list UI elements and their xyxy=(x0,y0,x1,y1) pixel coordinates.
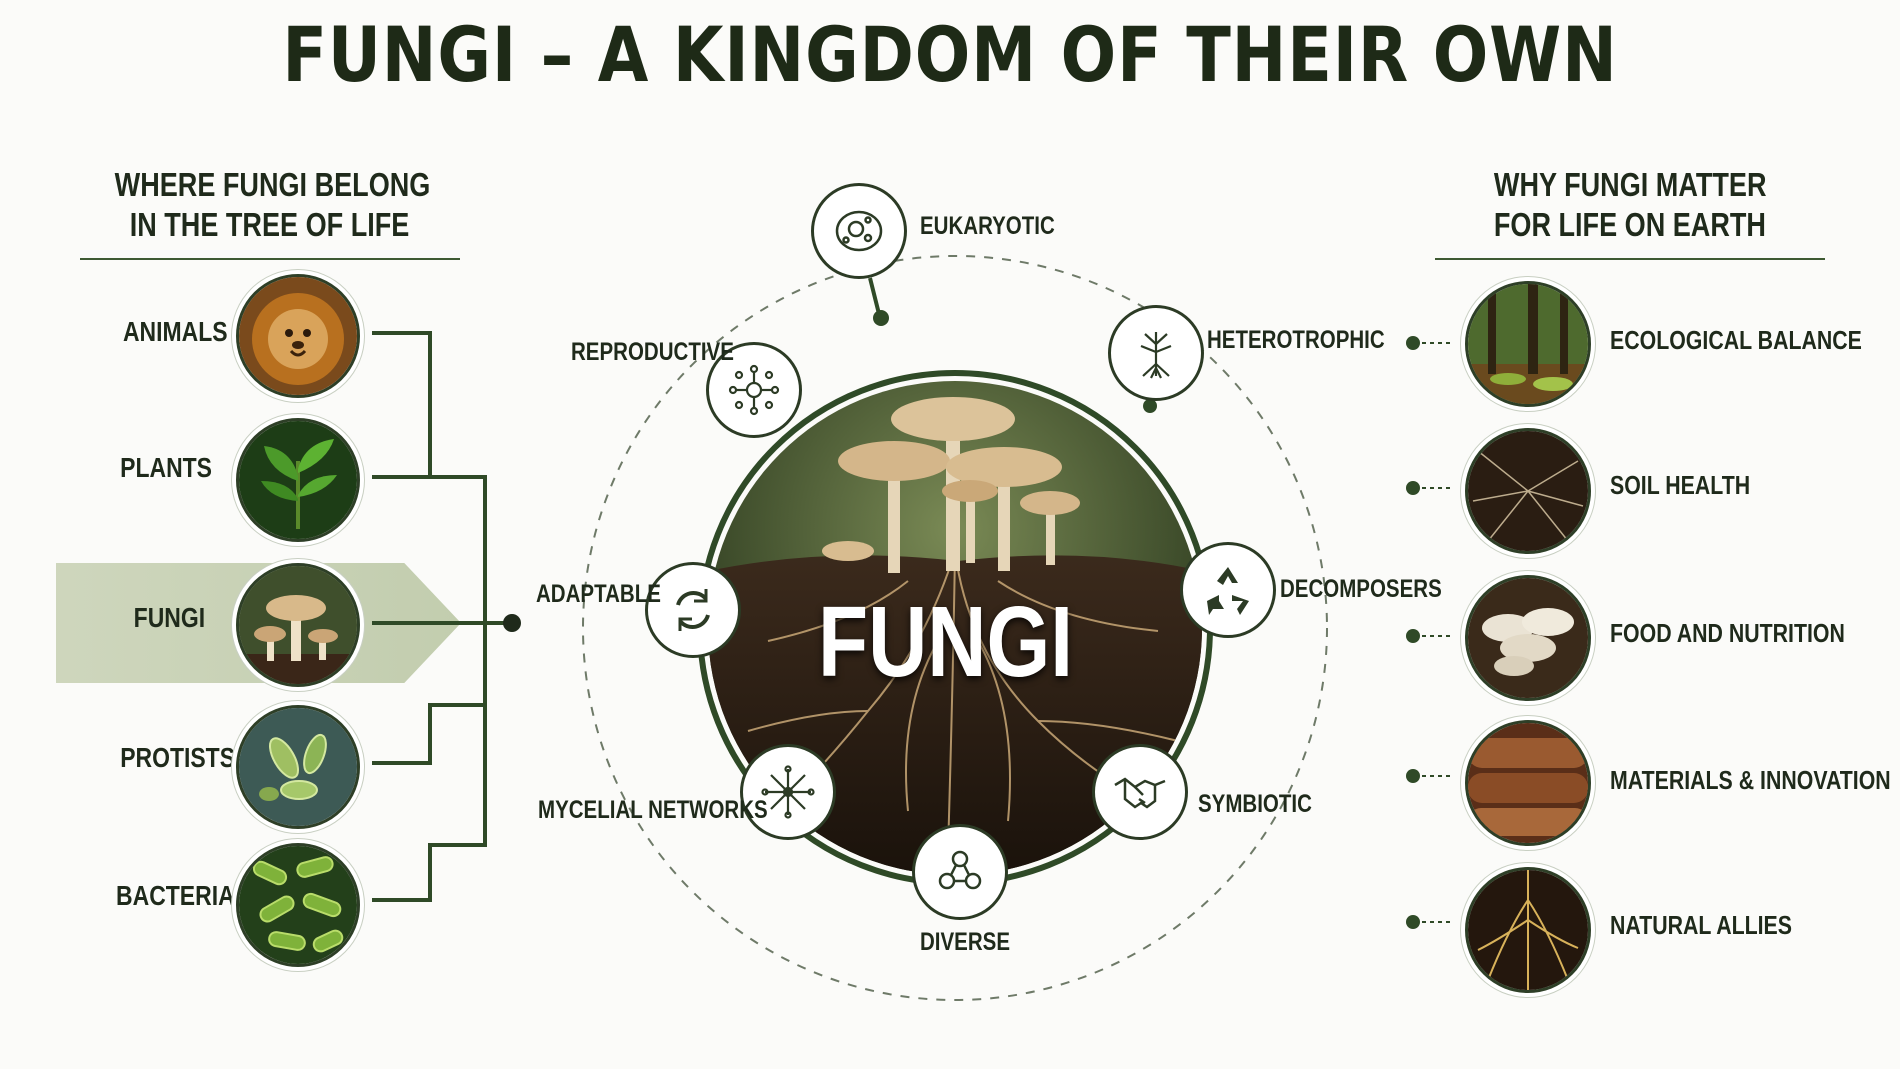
leaf-icon xyxy=(236,418,360,542)
trait-label-symbiotic: SYMBIOTIC xyxy=(1198,790,1312,818)
trait-label-heterotrophic: HETEROTROPHIC xyxy=(1207,326,1385,354)
lion-icon xyxy=(236,274,360,398)
trait-label-adaptable: ADAPTABLE xyxy=(536,580,661,608)
benefit-label-materials-innovation: MATERIALS & INNOVATION xyxy=(1610,765,1891,795)
right-heading-rule xyxy=(1435,258,1825,260)
right-section-heading: WHY FUNGI MATTER FOR LIFE ON EARTH xyxy=(1493,166,1767,243)
bacteria-icon xyxy=(236,843,360,967)
cell-icon xyxy=(811,183,907,279)
oyster-mushroom-icon xyxy=(1465,575,1591,701)
trait-label-eukaryotic: EUKARYOTIC xyxy=(920,212,1055,240)
spores-icon xyxy=(706,342,802,438)
forest-icon xyxy=(1465,281,1591,407)
molecule-icon xyxy=(912,824,1008,920)
tree-label-bacteria: BACTERIA xyxy=(116,880,235,911)
page-title: FUNGI – A KINGDOM OF THEIR OWN xyxy=(282,10,1618,99)
handshake-icon xyxy=(1092,744,1188,840)
tree-label-plants: PLANTS xyxy=(120,452,212,483)
trait-label-decomposers: DECOMPOSERS xyxy=(1280,575,1442,603)
benefit-label-natural-allies: NATURAL ALLIES xyxy=(1610,910,1793,940)
trait-label-mycelial-networks: MYCELIAL NETWORKS xyxy=(538,796,768,824)
benefit-label-ecological-balance: ECOLOGICAL BALANCE xyxy=(1610,325,1862,355)
center-title: FUNGI xyxy=(818,586,1074,698)
roots-icon xyxy=(1465,867,1591,993)
recycle-icon xyxy=(1180,542,1276,638)
tree-label-animals: ANIMALS xyxy=(122,316,228,347)
trait-label-diverse: DIVERSE xyxy=(920,928,1011,956)
left-section-heading: WHERE FUNGI BELONG IN THE TREE OF LIFE xyxy=(114,166,431,243)
soil-icon xyxy=(1465,428,1591,554)
tree-label-protists: PROTISTS xyxy=(120,742,236,773)
protist-icon xyxy=(236,705,360,829)
leather-icon xyxy=(1465,720,1591,846)
network-icon xyxy=(740,744,836,840)
tree-label-fungi: FUNGI xyxy=(133,602,205,633)
left-heading-rule xyxy=(80,258,460,260)
cycle-arrows-icon xyxy=(645,562,741,658)
benefit-label-soil-health: SOIL HEALTH xyxy=(1610,470,1751,500)
tree-roots-icon xyxy=(1108,305,1204,401)
benefit-label-food-and-nutrition: FOOD AND NUTRITION xyxy=(1610,618,1845,648)
trait-label-reproductive: REPRODUCTIVE xyxy=(571,338,734,366)
